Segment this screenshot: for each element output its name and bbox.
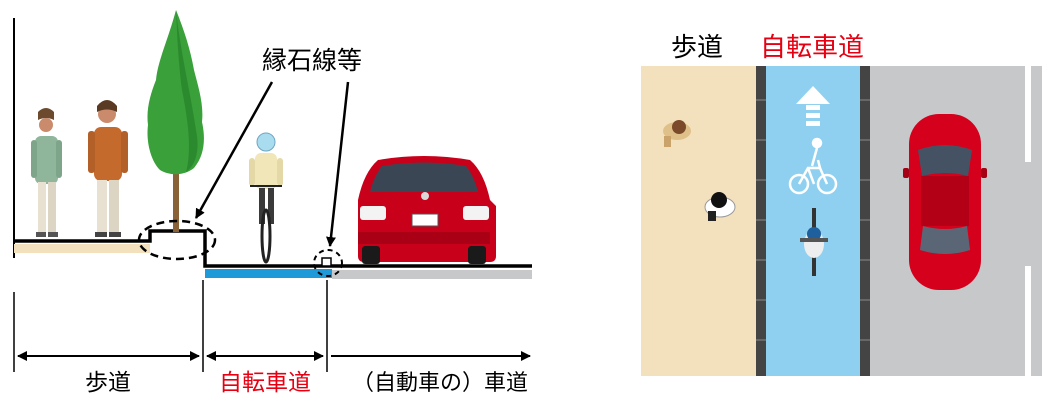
car-top-view: [903, 114, 987, 290]
lane-dash-2: [1025, 266, 1031, 376]
plan-curb-right: [860, 66, 870, 376]
plan-header-bikelane: 自転車道: [760, 33, 864, 63]
dim-label-roadway: （自動車の）車道: [352, 371, 528, 396]
plan-header-sidewalk: 歩道: [671, 33, 723, 63]
roadway-curb: [321, 257, 332, 267]
pedestrian-figure-1: [31, 108, 62, 237]
pedestrian-top-view-1: [663, 120, 691, 147]
curb-segment-ticks: [756, 99, 870, 341]
curb-leader-arrow-2: [326, 81, 350, 247]
dim-label-sidewalk: 歩道: [85, 370, 131, 396]
sidewalk-ground: [14, 244, 150, 253]
dim-label-bikelane: 自転車道: [219, 370, 311, 396]
pedestrian-figure-2: [88, 100, 128, 237]
direction-arrow-marking: [796, 86, 830, 126]
cyclist-top-view: [800, 208, 828, 276]
plan-sidewalk: [641, 66, 756, 376]
curb-leader-arrow-1: [194, 81, 274, 219]
dimension-line: [13, 280, 531, 372]
plan-view: 歩道 自転車道: [641, 33, 1042, 376]
curb-highlight-ellipse: [137, 219, 217, 261]
roadway-ground: [332, 270, 532, 279]
curb-label: 縁石線等: [262, 46, 362, 75]
cross-section: 縁石線等 歩道 自転車道 （自動車の）車道: [13, 10, 532, 396]
lane-dash-1: [1025, 66, 1031, 162]
cyclist-figure: [249, 132, 283, 264]
pedestrian-top-view-2: [704, 192, 736, 221]
bicycle-marking-icon: [788, 137, 838, 195]
car-rear-view: [358, 156, 496, 264]
tree-illustration: [147, 10, 204, 232]
plan-curb-left: [756, 66, 766, 376]
bikelane-ground: [205, 269, 332, 278]
roadway-curb-highlight-ellipse: [313, 249, 343, 277]
